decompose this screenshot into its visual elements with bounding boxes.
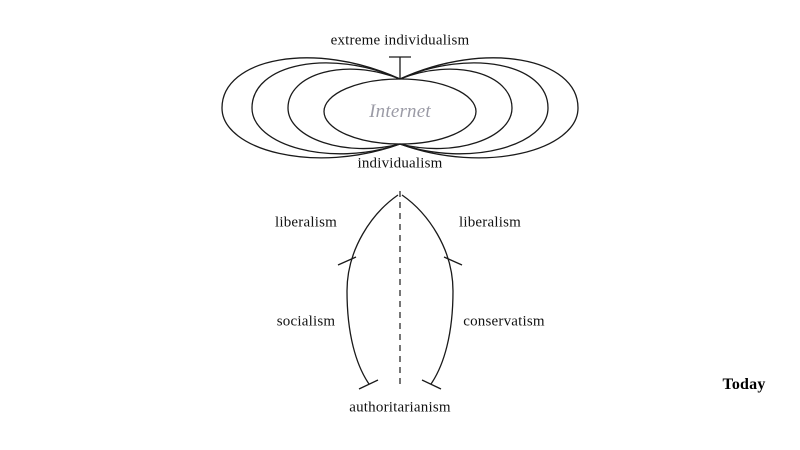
end-bar-left <box>358 379 379 390</box>
label-today: Today <box>722 376 766 393</box>
label-liberalism-left: liberalism <box>275 214 337 231</box>
label-internet: Internet <box>369 101 431 122</box>
spectrum-curve-left <box>346 194 399 385</box>
tick-right <box>443 256 463 266</box>
field-loop-left-1 <box>287 68 401 150</box>
end-bar-right <box>421 379 442 390</box>
label-conservatism: conservatism <box>463 313 545 330</box>
field-loop-left-3 <box>221 57 401 159</box>
field-loop-left-2 <box>251 62 401 155</box>
label-socialism: socialism <box>276 313 336 330</box>
label-individualism: individualism <box>357 155 443 172</box>
field-loop-right-1 <box>399 68 513 150</box>
field-loop-right-2 <box>399 62 549 155</box>
tick-left <box>337 256 357 266</box>
label-authoritarianism: authoritarianism <box>349 399 451 416</box>
spectrum-curve-right <box>401 194 454 385</box>
label-extreme-individualism: extreme individualism <box>330 32 470 49</box>
field-loop-right-3 <box>399 57 579 159</box>
label-liberalism-right: liberalism <box>459 214 521 231</box>
